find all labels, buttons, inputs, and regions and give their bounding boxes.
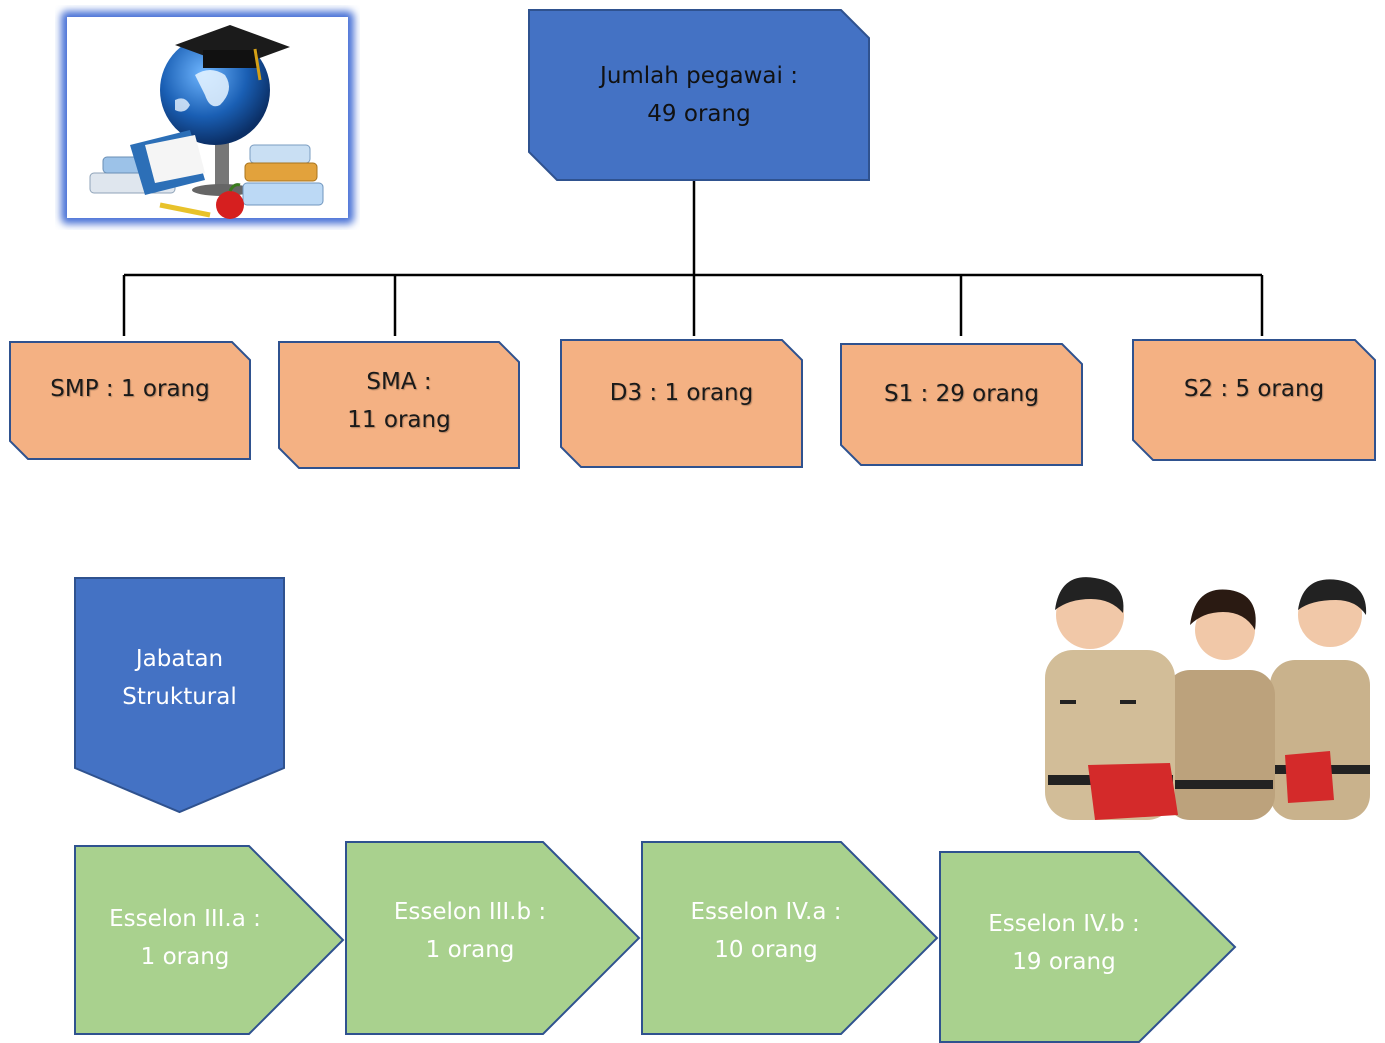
employees-clipart-icon xyxy=(1040,565,1380,820)
total-employees-count: 49 orang xyxy=(647,101,751,127)
esselon-iiib-arrow: Esselon III.b : 1 orang xyxy=(345,841,641,1035)
education-clipart-icon xyxy=(55,5,360,230)
esselon-ivb-arrow: Esselon IV.b : 19 orang xyxy=(939,851,1237,1043)
jabatan-struktural-arrow: Jabatan Struktural xyxy=(74,577,285,814)
total-employees-title: Jumlah pegawai : xyxy=(600,63,798,89)
esselon-label: Esselon IV.b : xyxy=(988,911,1140,937)
esselon-count: 19 orang xyxy=(1012,949,1116,975)
education-label: S1 : 29 orang xyxy=(884,380,1039,407)
education-label: D3 : 1 orang xyxy=(609,379,754,406)
esselon-iiia-arrow: Esselon III.a : 1 orang xyxy=(74,845,345,1035)
esselon-count: 10 orang xyxy=(714,937,818,963)
esselon-label: Esselon III.a : xyxy=(109,906,261,932)
education-box-s2: S2 : 5 orang xyxy=(1132,339,1376,461)
jabatan-label-line2: Struktural xyxy=(122,684,237,710)
education-label: S2 : 5 orang xyxy=(1183,376,1325,402)
total-employees-box: Jumlah pegawai : 49 orang xyxy=(528,9,870,181)
esselon-iva-arrow: Esselon IV.a : 10 orang xyxy=(641,841,939,1035)
education-label: SMP : 1 orang xyxy=(50,375,210,402)
esselon-count: 1 orang xyxy=(425,937,515,963)
education-box-s1: S1 : 29 orang xyxy=(840,343,1083,466)
jabatan-label-line1: Jabatan xyxy=(135,646,224,672)
education-label: SMA : xyxy=(366,369,432,395)
esselon-label: Esselon III.b : xyxy=(393,899,547,925)
esselon-label: Esselon IV.a : xyxy=(690,899,842,925)
esselon-count: 1 orang xyxy=(140,944,230,970)
education-count: 11 orang xyxy=(347,407,451,433)
education-box-d3: D3 : 1 orang xyxy=(560,339,803,468)
education-box-sma: SMA : 11 orang xyxy=(278,341,520,469)
education-box-smp: SMP : 1 orang xyxy=(9,341,251,460)
